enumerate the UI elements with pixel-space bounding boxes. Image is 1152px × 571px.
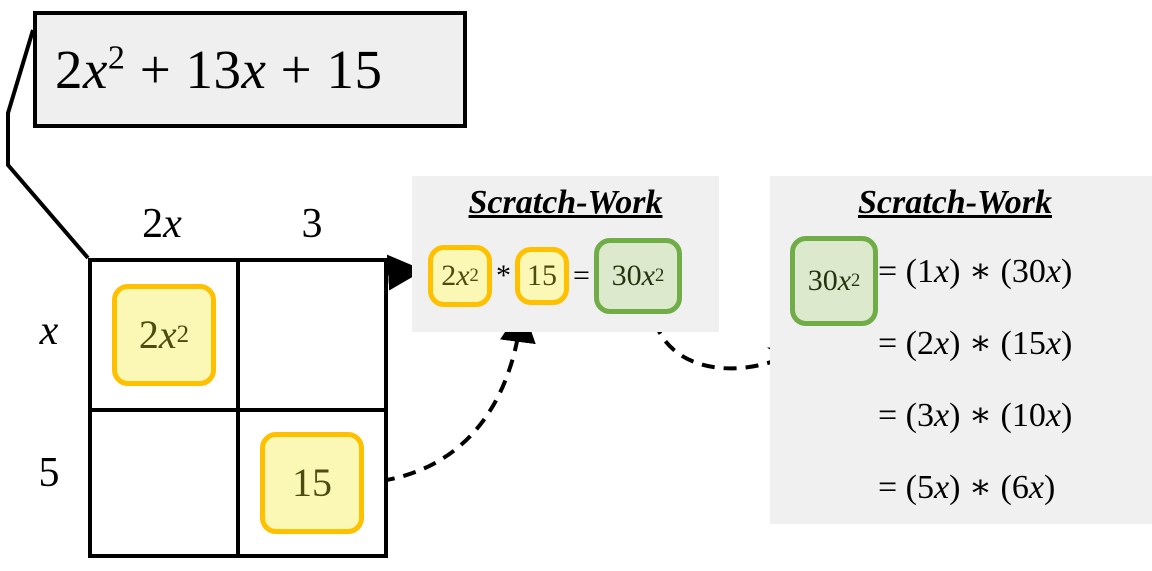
grid-row-header-1: x [39, 308, 59, 354]
grid-cell-bottom-right[interactable]: 15 [240, 412, 384, 554]
expression-text: 2x2 + 13x + 15 [55, 39, 383, 100]
expression-banner: 2x2 + 13x + 15 [33, 11, 467, 128]
panel1-operand-b-chip[interactable]: 15 [515, 247, 569, 305]
grid-horizontal-divider [92, 408, 384, 412]
scratch-work-title-2: Scratch-Work [858, 184, 1052, 221]
grid-column-header-2: 3 [301, 201, 323, 247]
grid-row-header-2: 5 [38, 450, 60, 496]
highlight-chip-15[interactable]: 15 [260, 432, 364, 534]
grid-cell-bottom-left[interactable] [92, 412, 236, 554]
panel1-equals-operator: = [573, 259, 590, 292]
grid-column-header-1: 2x [142, 201, 182, 247]
scratch-work-title-1: Scratch-Work [468, 184, 663, 221]
grid-cell-top-right[interactable] [240, 262, 384, 408]
panel1-multiply-operator: * [496, 259, 511, 292]
